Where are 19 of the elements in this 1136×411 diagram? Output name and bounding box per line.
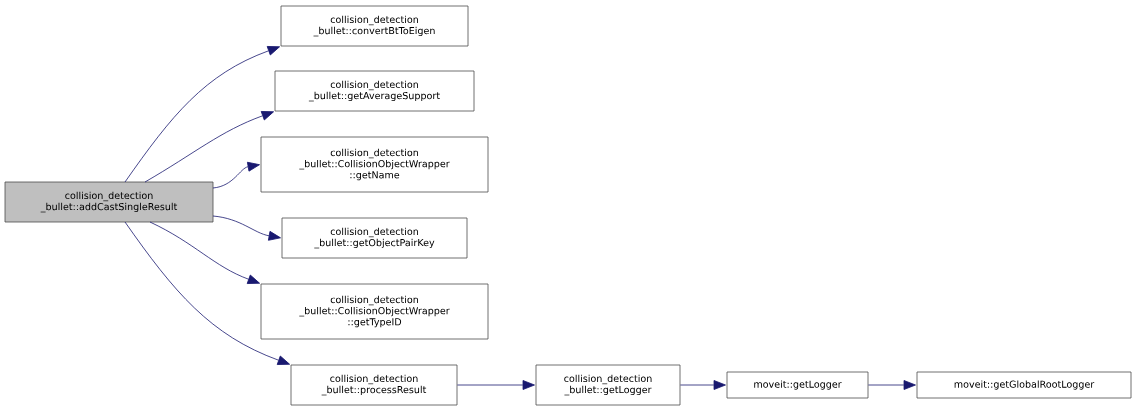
arrow bbox=[457, 380, 535, 390]
function-box: collision_detection _bullet::CollisionObjectWrapper ::getTypeID bbox=[260, 283, 489, 340]
arrow bbox=[124, 221, 290, 365]
function-box: collision_detection _bullet::getAverageSupport bbox=[274, 70, 475, 112]
arrow bbox=[212, 215, 281, 241]
arrow bbox=[124, 46, 280, 183]
arrow bbox=[144, 111, 274, 183]
function-box: moveit::getGlobalRootLogger bbox=[916, 371, 1132, 399]
function-box: collision_detection _bullet::processResult bbox=[290, 364, 458, 406]
arrow bbox=[680, 380, 726, 390]
arrow bbox=[149, 221, 260, 284]
arrow bbox=[868, 380, 916, 390]
function-box: moveit::getLogger bbox=[726, 371, 869, 399]
function-box: collision_detection _bullet::convertBtToEigen bbox=[280, 5, 469, 47]
function-box: collision_detection _bullet::addCastSingleResult bbox=[4, 181, 214, 223]
function-box: collision_detection _bullet::getLogger bbox=[535, 364, 681, 406]
function-box: collision_detection _bullet::CollisionObjectWrapper ::getName bbox=[260, 136, 489, 193]
function-box: collision_detection _bullet::getObjectPairKey bbox=[281, 217, 468, 259]
arrow bbox=[212, 161, 260, 189]
